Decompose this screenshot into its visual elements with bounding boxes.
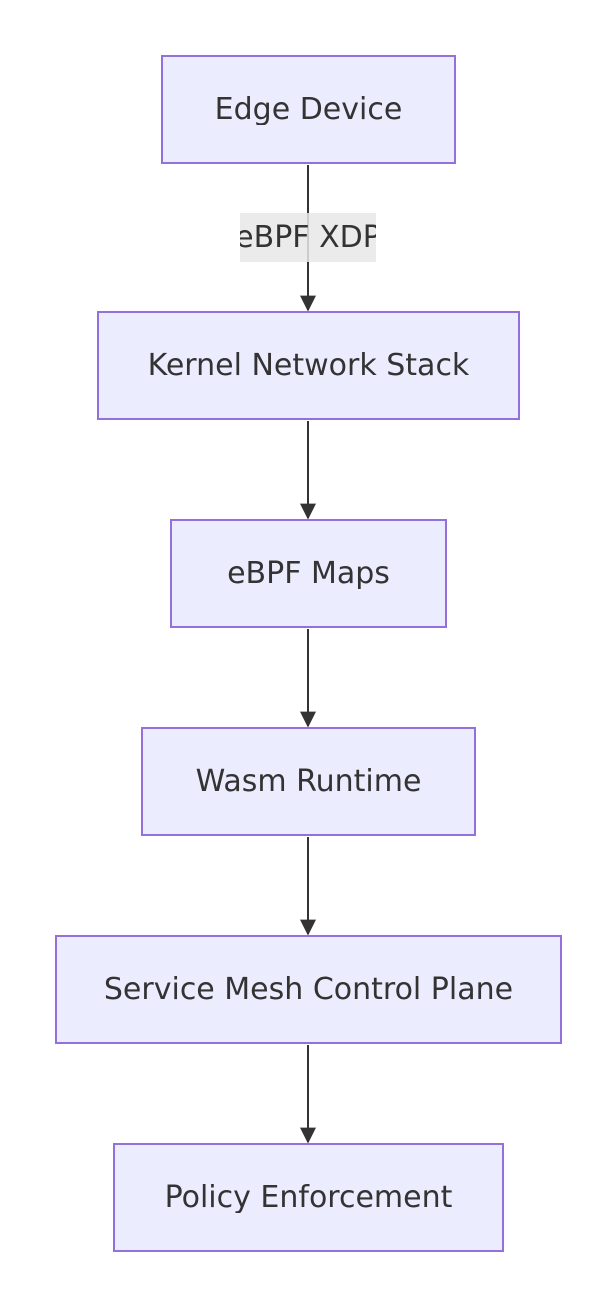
node-label: Policy Enforcement: [164, 1182, 453, 1213]
edge-label-ebpf-xdp: eBPF XDP: [240, 213, 376, 262]
node-label: Service Mesh Control Plane: [103, 974, 514, 1005]
node-ebpf-maps: eBPF Maps: [170, 519, 447, 628]
node-policy-enforcement: Policy Enforcement: [113, 1143, 504, 1252]
node-kernel-network-stack: Kernel Network Stack: [97, 311, 520, 420]
node-label: eBPF Maps: [227, 558, 390, 589]
node-label: Edge Device: [214, 94, 403, 125]
node-service-mesh-control-plane: Service Mesh Control Plane: [55, 935, 562, 1044]
node-wasm-runtime: Wasm Runtime: [141, 727, 476, 836]
node-label: Kernel Network Stack: [147, 350, 470, 381]
node-edge-device: Edge Device: [161, 55, 456, 164]
node-label: Wasm Runtime: [195, 766, 422, 797]
